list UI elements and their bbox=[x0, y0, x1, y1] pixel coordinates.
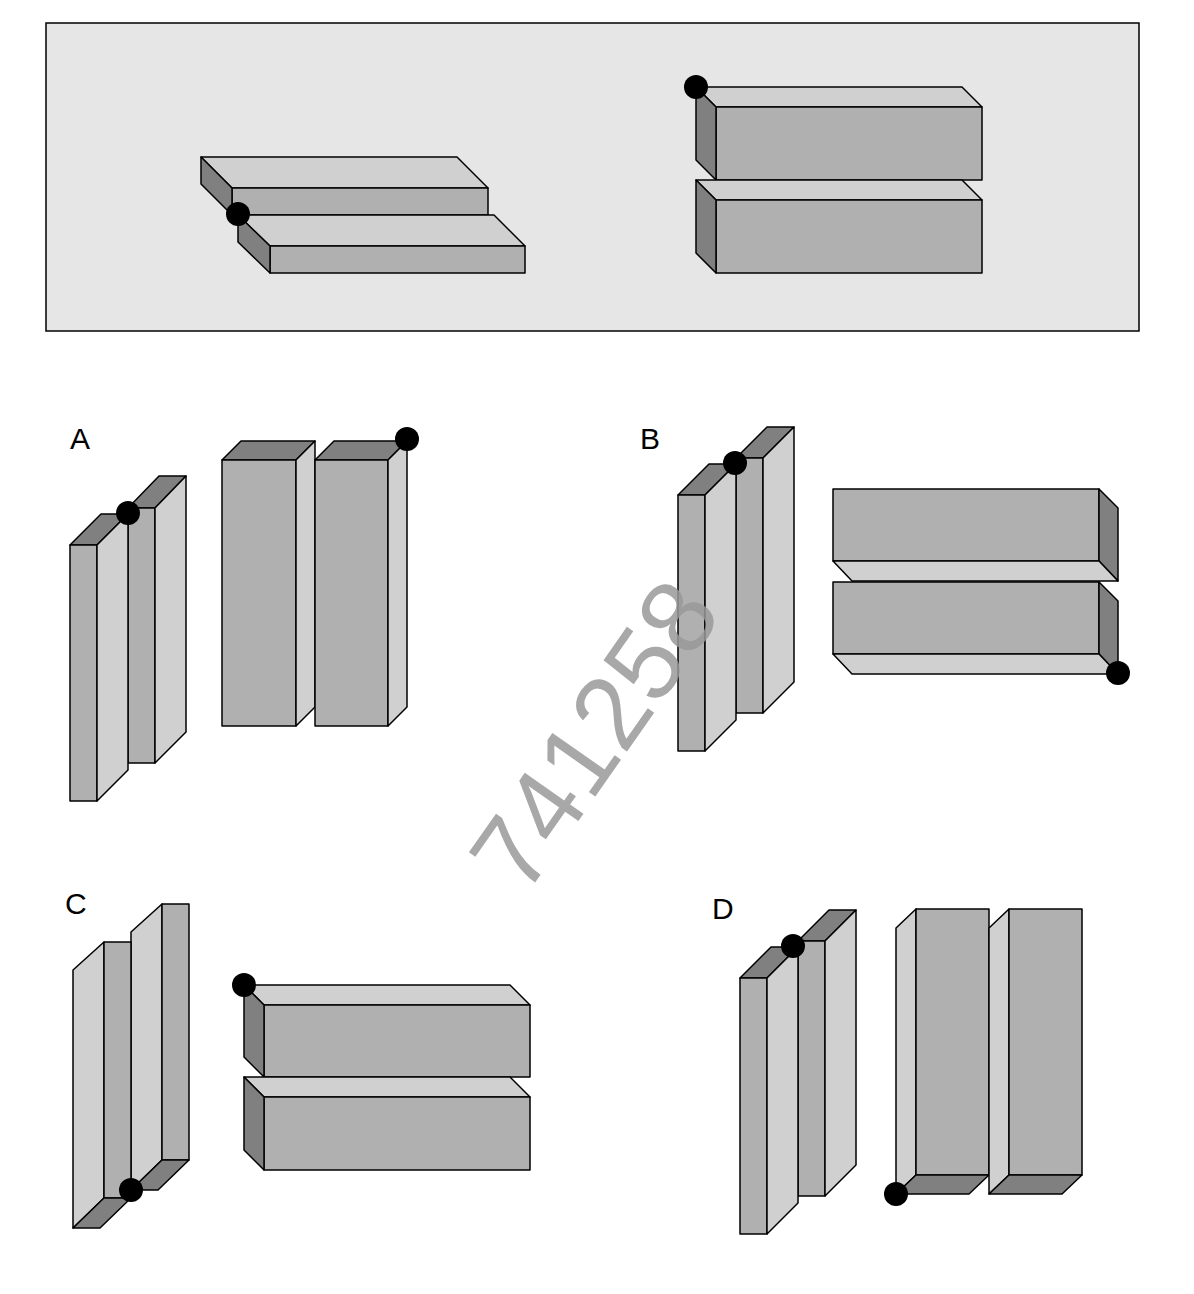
reference-boxes bbox=[684, 75, 982, 273]
option-b-figures bbox=[678, 427, 1130, 751]
option-letter: A bbox=[70, 424, 90, 454]
option-c-figures bbox=[73, 904, 530, 1228]
option-letter: D bbox=[712, 894, 734, 924]
option-letter: C bbox=[65, 889, 87, 919]
reference-slabs bbox=[201, 157, 525, 273]
option-a-figures bbox=[70, 427, 419, 801]
reference-panel bbox=[46, 23, 1139, 331]
option-letter: B bbox=[640, 424, 660, 454]
option-d-figures bbox=[740, 909, 1082, 1234]
